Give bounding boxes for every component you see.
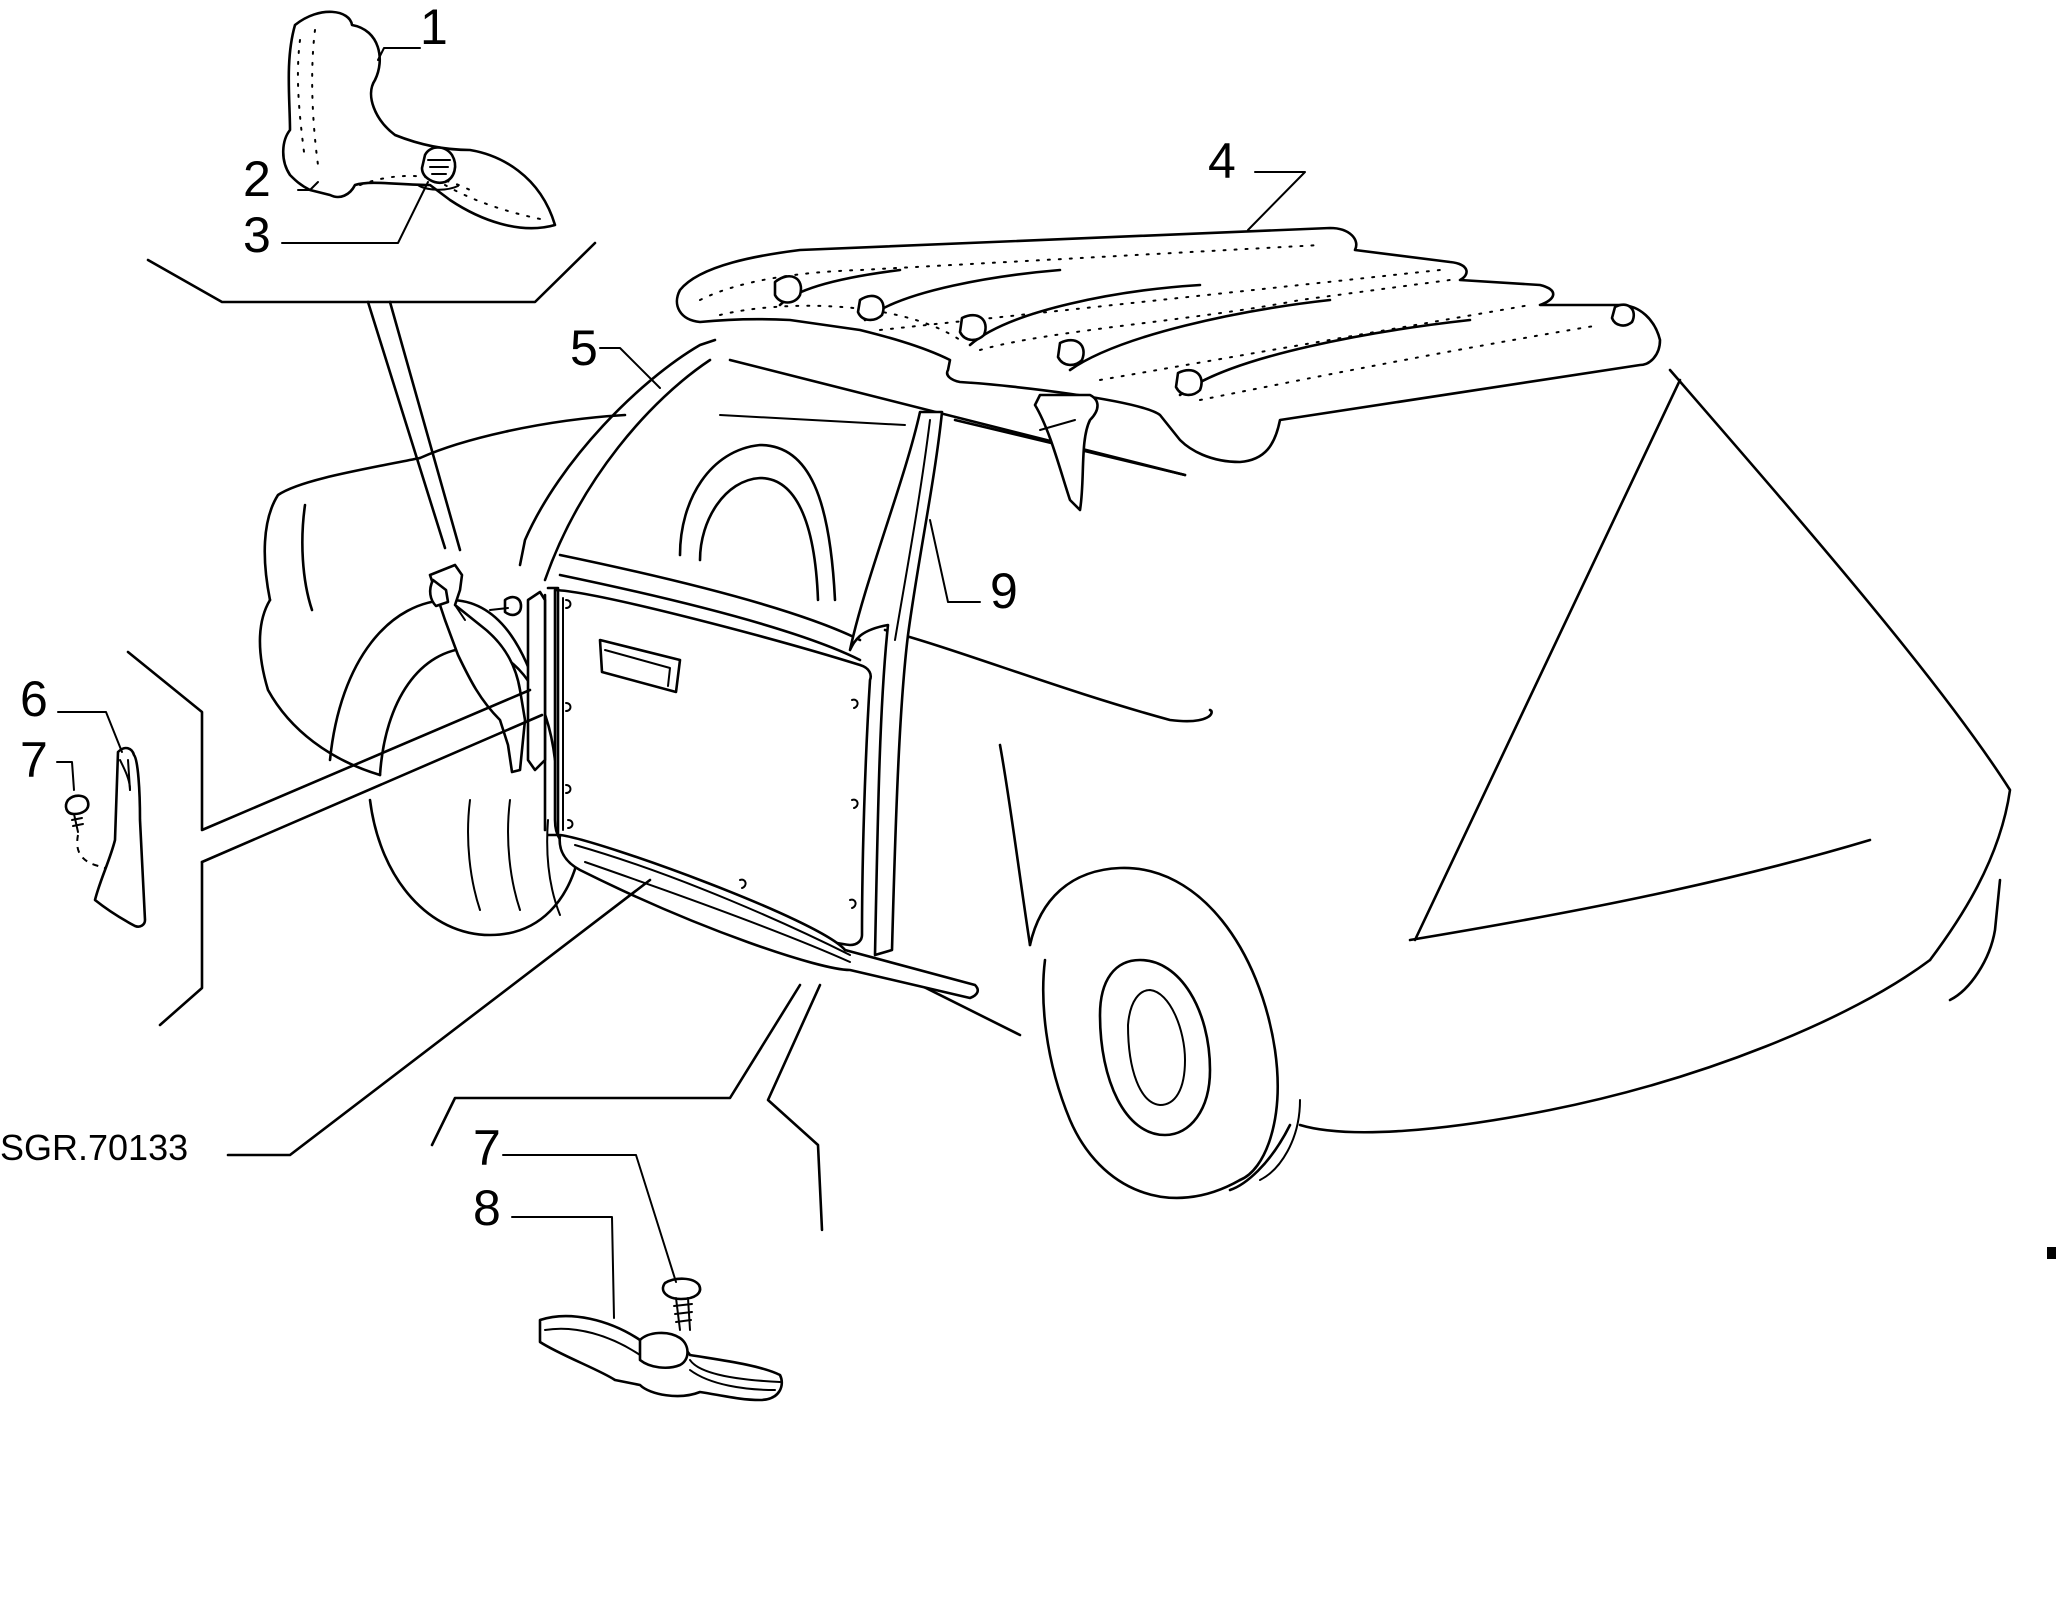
car-body-outline: [258, 338, 2012, 1200]
callout-7-left: 7: [20, 732, 48, 788]
corner-mark: [2047, 1247, 2056, 1259]
b-pillar-trim: [848, 410, 944, 957]
callout-9: 9: [990, 563, 1018, 619]
sill-trim: [558, 833, 980, 1000]
callout-6: 6: [20, 671, 48, 727]
callout-1: 1: [420, 0, 448, 55]
callout-3: 3: [243, 207, 271, 263]
roof-headliner: [675, 226, 1662, 512]
detail-pillar-seal: [281, 10, 557, 230]
callout-4: 4: [1208, 133, 1236, 189]
callout-5: 5: [570, 320, 598, 376]
callout-8: 8: [473, 1180, 501, 1236]
a-pillar-bracket: [428, 563, 547, 774]
callout-2: 2: [243, 151, 271, 207]
pointer-lines: [56, 47, 1306, 1319]
drawing-code: SGR.70133: [0, 1127, 188, 1168]
callout-labels: 1 2 3 4 5 6 7 7 8 9 SGR.70133: [0, 0, 1236, 1236]
detail-pillar-trim: [64, 746, 147, 928]
callout-7-bottom: 7: [473, 1120, 501, 1176]
detail-sill-fastening: [538, 1277, 784, 1402]
